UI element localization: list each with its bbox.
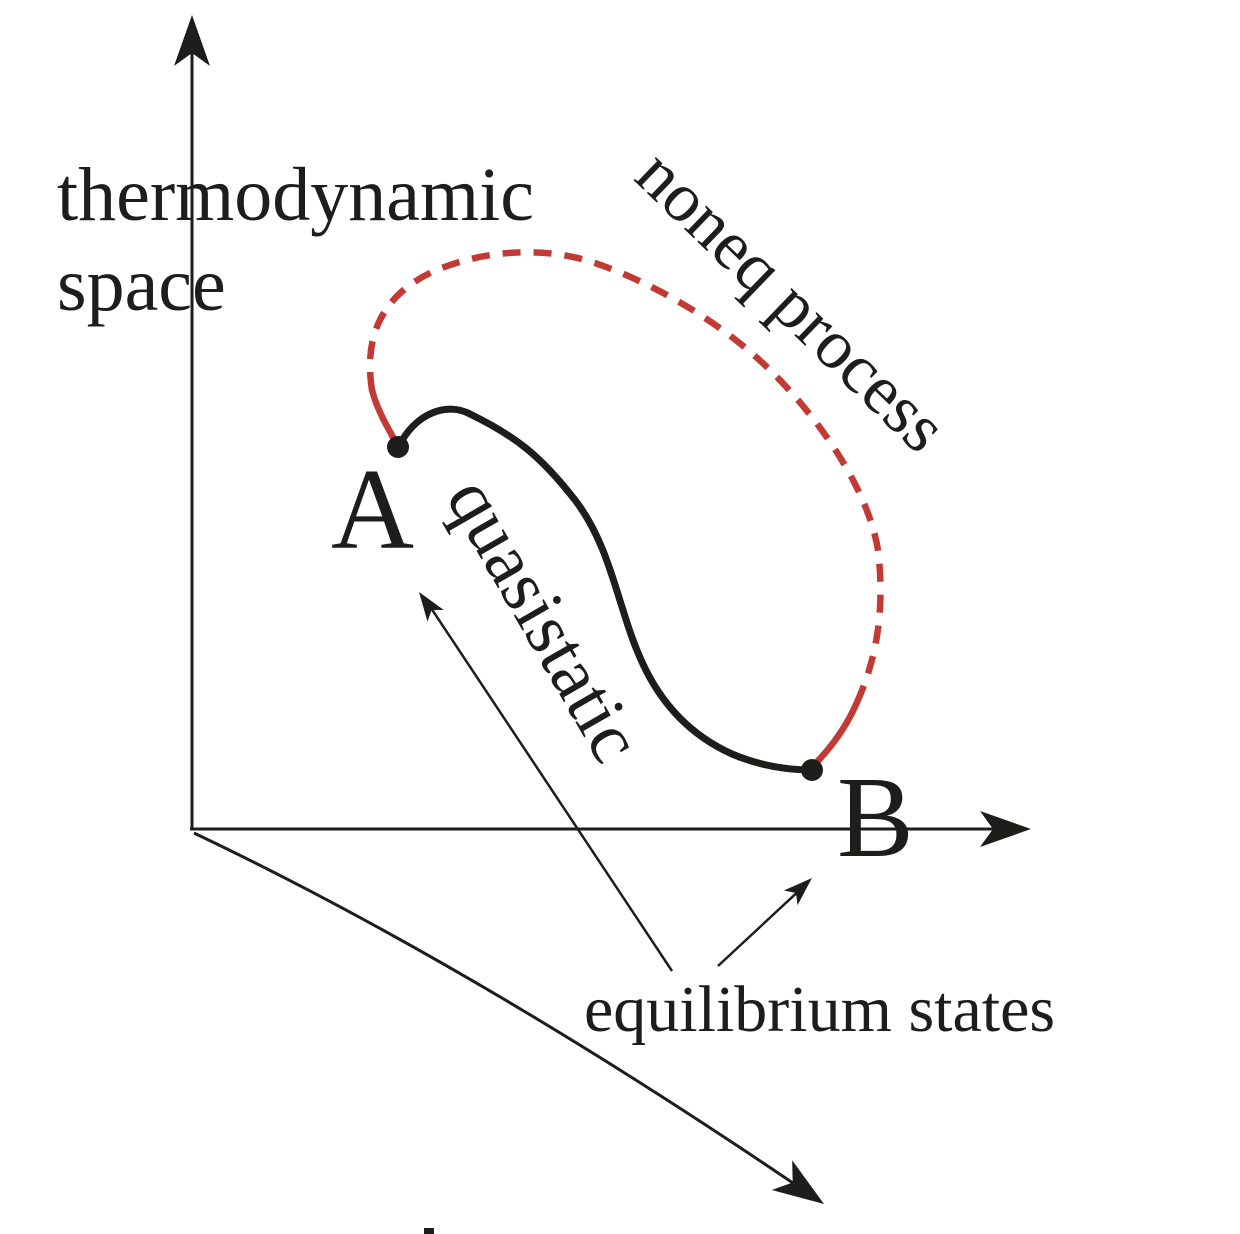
bottom-edge-cutoff-mark — [424, 1228, 434, 1234]
vertical-axis-arrowhead-icon — [174, 15, 210, 66]
point-a-label: A — [331, 446, 415, 573]
diagonal-axis-line — [193, 831, 813, 1198]
pointer-arrowhead-to-b-icon — [783, 878, 812, 906]
thermodynamic-space-label: thermodynamic space — [57, 150, 534, 330]
horizontal-axis-arrowhead-icon — [980, 811, 1031, 847]
state-dot-b — [801, 759, 823, 781]
thermodynamic-space-label-line1: thermodynamic — [57, 153, 534, 237]
state-dot-a — [387, 436, 409, 458]
pointer-arrowhead-to-a-icon — [419, 592, 444, 622]
noneq-curve-solid-end — [809, 696, 862, 770]
pointer-line-to-b — [717, 886, 804, 967]
pointer-line-to-a — [427, 604, 674, 972]
noneq-curve-dashed — [366, 249, 884, 702]
quasistatic-curve — [394, 405, 816, 774]
equilibrium-states-label: equilibrium states — [584, 973, 1056, 1046]
thermodynamic-space-label-line2: space — [57, 243, 226, 327]
diagonal-axis-arrowhead-icon — [771, 1160, 824, 1204]
point-b-label: B — [837, 754, 914, 881]
